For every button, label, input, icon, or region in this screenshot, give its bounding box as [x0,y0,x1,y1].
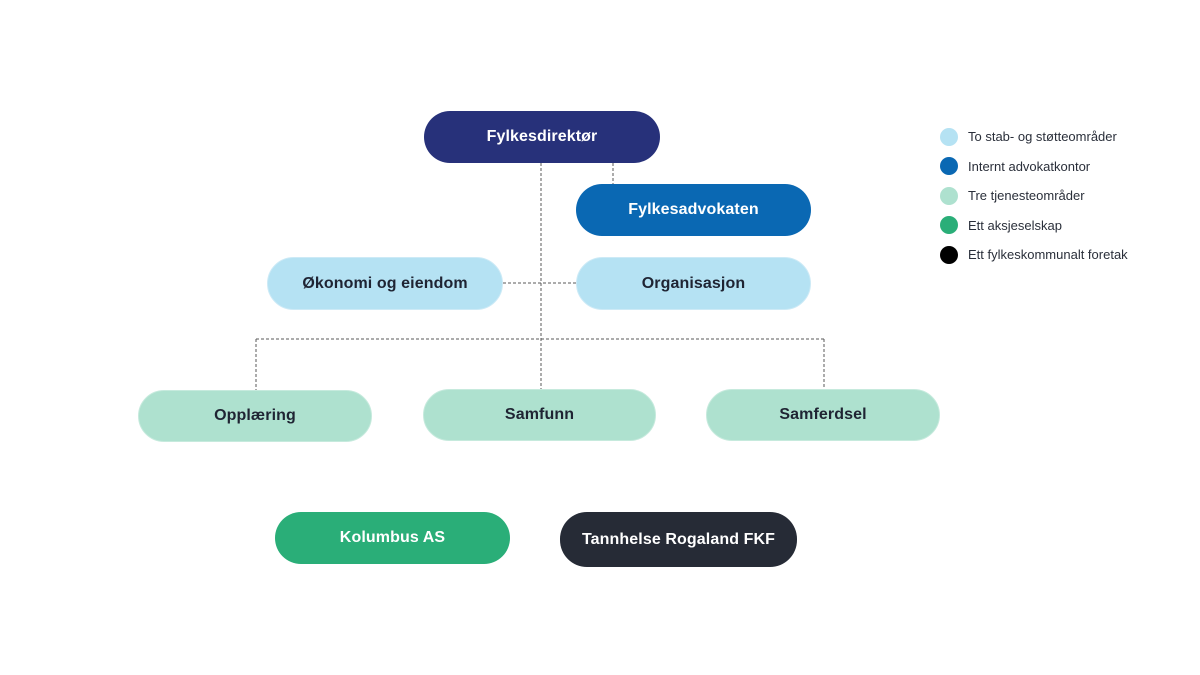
legend-dot-aksjeselskap [940,216,958,235]
node-fylkesadvokaten: Fylkesadvokaten [576,184,811,236]
node-tannhelse-rogaland-fkf: Tannhelse Rogaland FKF [560,512,797,567]
node-tannhelse-rogaland-fkf-label: Tannhelse Rogaland FKF [581,530,776,548]
node-organisasjon: Organisasjon [576,257,811,310]
legend-label-stab: To stab- og støtteområder [968,129,1117,145]
node-fylkesadvokaten-label: Fylkesadvokaten [628,201,759,218]
legend-dot-foretak [940,245,958,264]
node-samferdsel: Samferdsel [706,389,940,441]
legend-label-advokat: Internt advokatkontor [968,158,1091,174]
legend-item-stab: To stab- og støtteområder [940,122,1180,152]
legend-label-tjeneste: Tre tjenesteområder [968,188,1085,204]
legend-label-aksjeselskap: Ett aksjeselskap [968,217,1062,233]
legend-item-foretak: Ett fylkeskommunalt foretak [940,240,1180,270]
node-samfunn: Samfunn [423,389,656,441]
legend-dot-advokat [940,157,958,176]
node-samfunn-label: Samfunn [504,406,575,423]
node-samferdsel-label: Samferdsel [779,406,867,423]
legend-item-advokat: Internt advokatkontor [940,152,1180,182]
node-okonomi-og-eiendom-label: Økonomi og eiendom [302,274,468,292]
node-opplaering-label: Opplæring [214,407,296,424]
legend-item-aksjeselskap: Ett aksjeselskap [940,211,1180,241]
legend-item-tjeneste: Tre tjenesteområder [940,181,1180,211]
legend-dot-tjeneste [940,186,958,205]
legend-dot-stab [940,127,958,146]
node-okonomi-og-eiendom: Økonomi og eiendom [267,257,503,310]
node-organisasjon-label: Organisasjon [641,274,746,292]
node-fylkesdirektor: Fylkesdirektør [424,111,660,163]
legend: To stab- og støtteområder Internt advoka… [940,122,1180,270]
node-opplaering: Opplæring [138,390,372,442]
node-kolumbus-as-label: Kolumbus AS [339,529,446,546]
node-fylkesdirektor-label: Fylkesdirektør [486,128,598,145]
node-kolumbus-as: Kolumbus AS [275,512,510,564]
legend-label-foretak: Ett fylkeskommunalt foretak [968,247,1128,263]
